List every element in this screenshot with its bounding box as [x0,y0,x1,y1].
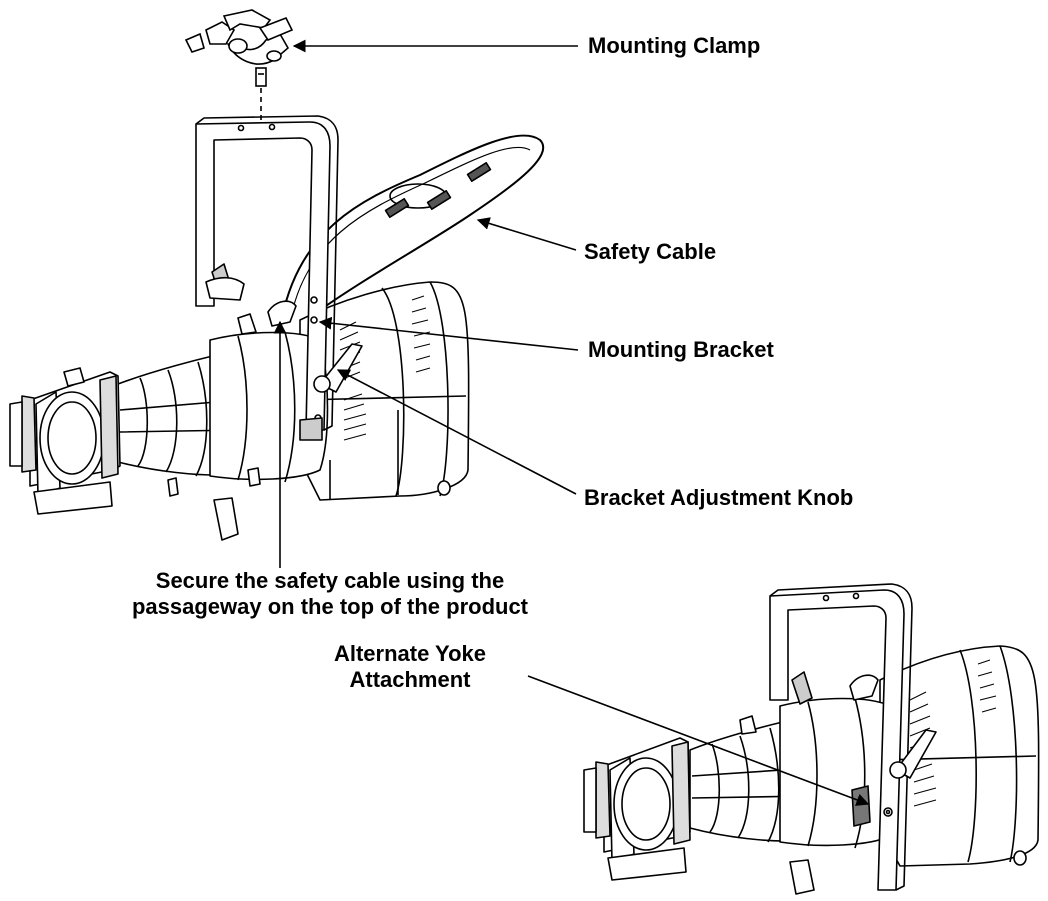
leader-safety-cable [476,217,577,251]
label-mounting-bracket: Mounting Bracket [588,337,774,362]
fixture-main-icon [9,115,545,541]
fixture-alternate-icon [583,583,1040,895]
leader-bracket-knob [336,369,577,495]
mounting-clamp-icon [184,9,294,87]
leader-mounting-bracket [318,316,579,351]
label-secure-line-2: passageway on the top of the product [131,594,529,619]
label-secure-line-1: Secure the safety cable using the [155,568,505,593]
label-alternate-yoke-attachment: Alternate Yoke Attachment [300,641,520,693]
callout-leaders [273,39,870,806]
label-safety-cable: Safety Cable [584,239,717,264]
label-mounting-clamp: Mounting Clamp [588,33,761,58]
label-bracket-adjustment-knob: Bracket Adjustment Knob [584,485,854,510]
leader-alternate-yoke [527,675,870,806]
label-secure-safety-cable: Secure the safety cable using the passag… [30,568,630,620]
label-alternate-line-1: Alternate Yoke [333,641,487,666]
label-alternate-line-2: Attachment [349,667,471,692]
